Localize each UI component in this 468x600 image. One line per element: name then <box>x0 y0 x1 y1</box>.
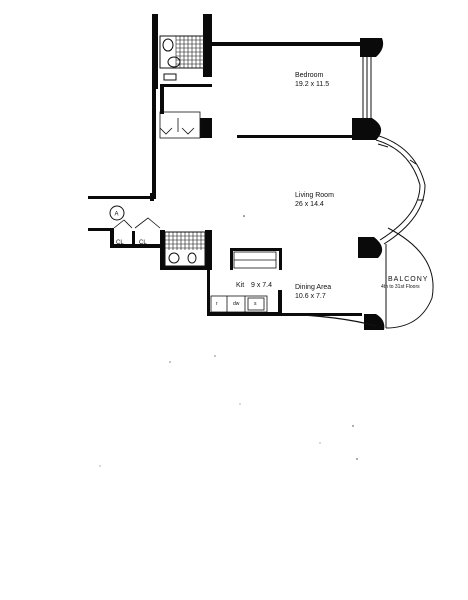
bedroom-name: Bedroom <box>295 72 324 79</box>
room-labels: Bedroom 19.2 x 11.5 Living Room 26 x 14.… <box>109 72 428 307</box>
appliance-label-1: r <box>216 301 218 307</box>
closet-label-2: CL <box>139 240 147 246</box>
balcony-label: BALCONY <box>388 276 428 283</box>
toilet-icon <box>187 252 197 264</box>
closet-doors-top <box>159 111 201 139</box>
kitchen-fixtures <box>210 251 277 313</box>
walls <box>88 14 368 316</box>
dining-area-dims: 10.6 x 7.7 <box>295 293 326 300</box>
scan-specks <box>99 215 358 467</box>
living-room-name: Living Room <box>295 192 334 199</box>
balcony <box>385 227 434 329</box>
kitchen-dims: 9 x 7.4 <box>251 282 272 289</box>
appliance-label-2: dw <box>233 301 240 307</box>
dining-curve <box>281 313 377 327</box>
entry-doors <box>113 217 161 229</box>
sink-icon <box>162 38 174 52</box>
kitchen-name: Kit <box>236 282 244 289</box>
top-bathroom <box>159 35 205 81</box>
toilet-icon <box>167 56 181 68</box>
sink-icon <box>168 252 180 264</box>
entry-marker-circle <box>109 205 125 221</box>
closet-label-1: CL <box>116 240 124 246</box>
balcony-note: 4th to 31st Floors <box>381 284 420 290</box>
lower-bathroom <box>164 231 206 267</box>
appliance-label-3: s <box>254 301 257 307</box>
dining-area-name: Dining Area <box>295 284 331 291</box>
living-room-dims: 26 x 14.4 <box>295 201 324 208</box>
bedroom-dims: 19.2 x 11.5 <box>295 81 329 88</box>
bedroom-window <box>362 57 372 118</box>
bay-window <box>375 134 426 245</box>
entry-marker-label: A <box>115 212 119 218</box>
columns <box>352 38 385 330</box>
